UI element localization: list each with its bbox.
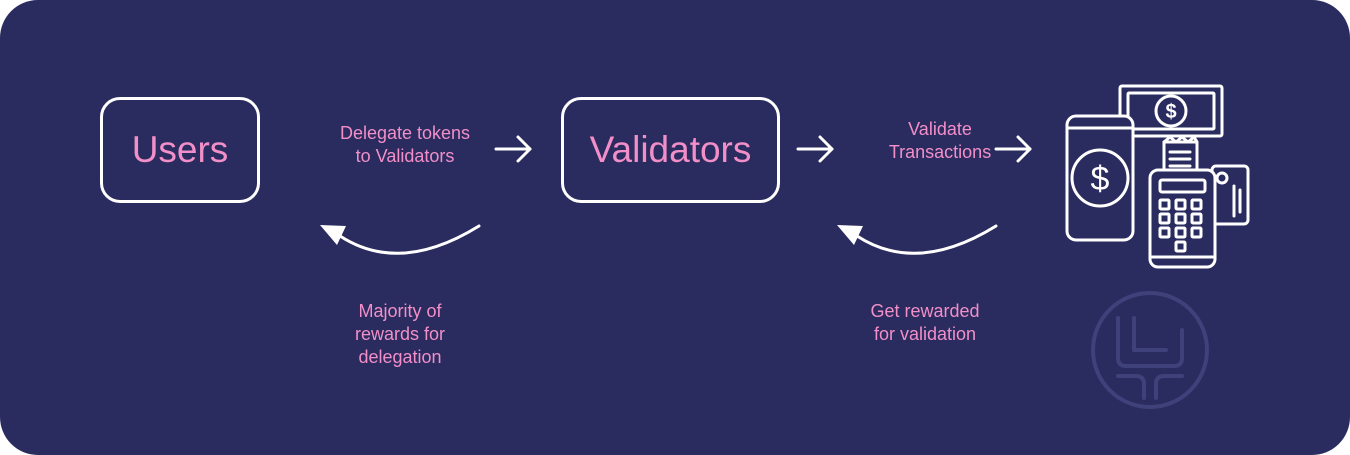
arrow-right-icon [494,135,532,163]
watermark-logo-icon [1091,291,1209,409]
curved-return-arrow-icon [837,224,998,255]
arrow-right-icon [994,135,1032,163]
validators-node-label: Validators [589,129,752,170]
delegate-tokens-label: Delegate tokens to Validators [339,123,471,166]
curved-return-arrow-icon [320,224,481,255]
get-rewarded-label: Get rewarded for validation [870,301,980,344]
validate-transactions-label: Validate Transactions [888,119,992,162]
svg-text:$: $ [1091,160,1110,198]
users-node: Users [100,97,260,203]
arrow-right-icon [796,135,834,163]
svg-text:$: $ [1165,101,1176,123]
payment-devices-icon: $ $ [1065,84,1250,269]
users-node-label: Users [131,129,229,170]
validators-node: Validators [561,97,780,203]
majority-rewards-label: Majority of rewards for delegation [354,301,446,367]
